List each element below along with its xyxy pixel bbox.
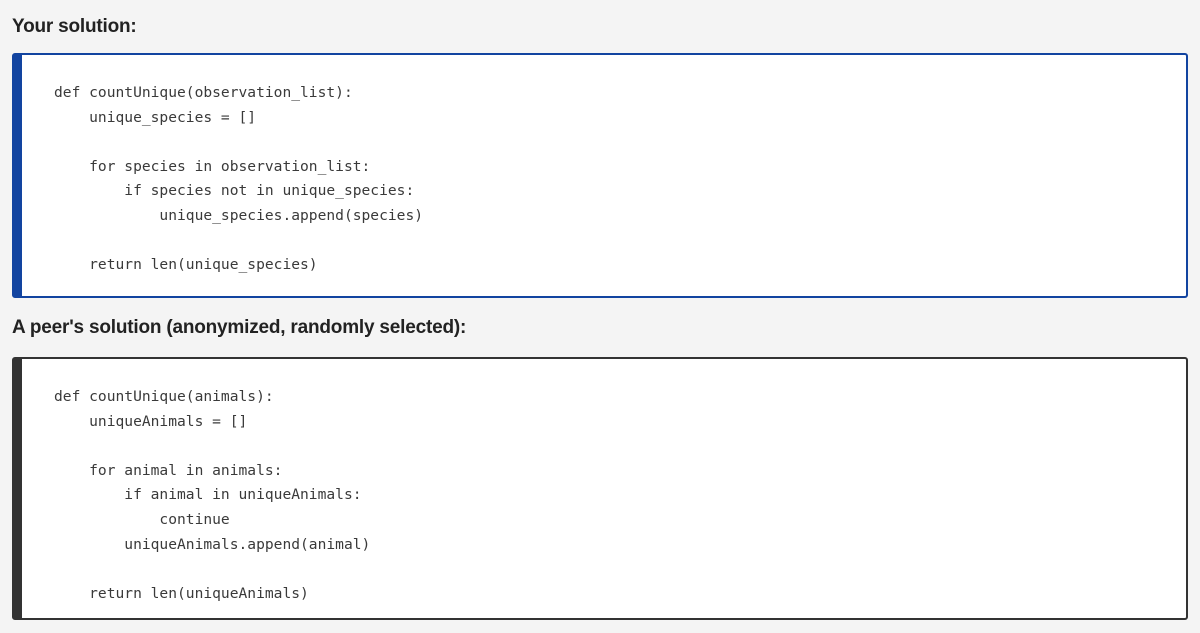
- code-line: continue: [54, 510, 230, 528]
- code-line: for species in observation_list:: [54, 157, 371, 175]
- peer-solution-heading: A peer's solution (anonymized, randomly …: [12, 317, 467, 338]
- code-line: for animal in animals:: [54, 461, 283, 479]
- your-solution-code-card: def countUnique(observation_list): uniqu…: [12, 53, 1188, 298]
- code-line: [54, 557, 1186, 582]
- peer-solution-code-card: def countUnique(animals): uniqueAnimals …: [12, 357, 1188, 620]
- your-solution-code: def countUnique(observation_list): uniqu…: [22, 55, 1186, 278]
- code-line: return len(unique_species): [54, 256, 318, 274]
- code-line: uniqueAnimals.append(animal): [54, 535, 371, 553]
- code-line: if animal in uniqueAnimals:: [54, 486, 362, 504]
- code-line: unique_species = []: [54, 108, 257, 126]
- code-line: return len(uniqueAnimals): [54, 584, 309, 602]
- code-line: unique_species.append(species): [54, 206, 424, 224]
- code-line: def countUnique(observation_list):: [54, 84, 353, 101]
- your-solution-heading: Your solution:: [12, 16, 137, 37]
- code-line: def countUnique(animals):: [54, 388, 274, 405]
- code-line: [54, 434, 1186, 459]
- code-line: [54, 130, 1186, 155]
- code-line: uniqueAnimals = []: [54, 412, 248, 430]
- code-line: if species not in unique_species:: [54, 182, 415, 200]
- code-line: [54, 229, 1186, 254]
- peer-solution-code: def countUnique(animals): uniqueAnimals …: [22, 359, 1186, 606]
